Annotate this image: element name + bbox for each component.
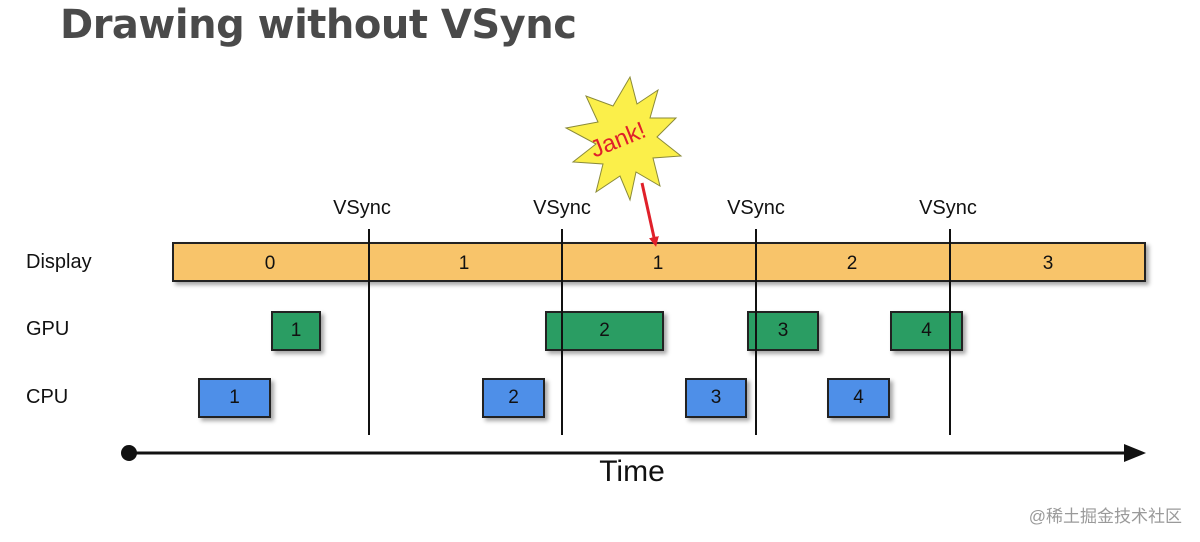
display-segment-3: 2 (846, 253, 858, 274)
gpu-row-label: GPU (26, 318, 70, 340)
page-title: Drawing without VSync (60, 2, 577, 48)
gpu-frame-3: 3 (747, 311, 819, 351)
gpu-frame-1-label: 1 (290, 320, 302, 341)
gpu-frame-4-label: 4 (921, 320, 932, 341)
display-segment-0: 0 (264, 253, 276, 274)
jank-arrow (640, 182, 659, 247)
vsync-label-4: VSync (919, 197, 977, 219)
jank-burst-icon (564, 75, 683, 202)
vsync-line-1 (368, 229, 370, 435)
display-row-label: Display (26, 251, 92, 273)
display-segment-4: 3 (1042, 253, 1054, 274)
cpu-frame-1: 1 (198, 378, 271, 418)
cpu-frame-4-label: 4 (853, 387, 864, 408)
cpu-frame-3-label: 3 (710, 387, 722, 408)
gpu-frame-3-label: 3 (777, 320, 789, 341)
cpu-frame-2: 2 (482, 378, 545, 418)
time-axis-arrowhead-icon (1124, 444, 1146, 462)
gpu-frame-2: 2 (545, 311, 664, 351)
watermark: @稀土掘金技术社区 (1028, 507, 1182, 526)
vsync-label-1: VSync (333, 197, 391, 219)
cpu-frame-1-label: 1 (229, 387, 240, 408)
vsync-line-4 (949, 229, 951, 435)
display-segment-2: 1 (652, 253, 664, 274)
gpu-frame-1: 1 (271, 311, 321, 351)
gpu-frame-2-label: 2 (599, 320, 610, 341)
vsync-label-3: VSync (727, 197, 785, 219)
cpu-frame-4: 4 (827, 378, 890, 418)
display-segment-1: 1 (458, 253, 470, 274)
vsync-label-2: VSync (533, 197, 591, 219)
time-axis (121, 444, 1146, 462)
vsync-line-3 (755, 229, 757, 435)
cpu-frame-3: 3 (685, 378, 747, 418)
vsync-line-2 (561, 229, 563, 435)
cpu-row-label: CPU (26, 386, 69, 408)
time-axis-label: Time (599, 455, 665, 488)
cpu-frame-2-label: 2 (508, 387, 519, 408)
display-bar (172, 242, 1146, 282)
